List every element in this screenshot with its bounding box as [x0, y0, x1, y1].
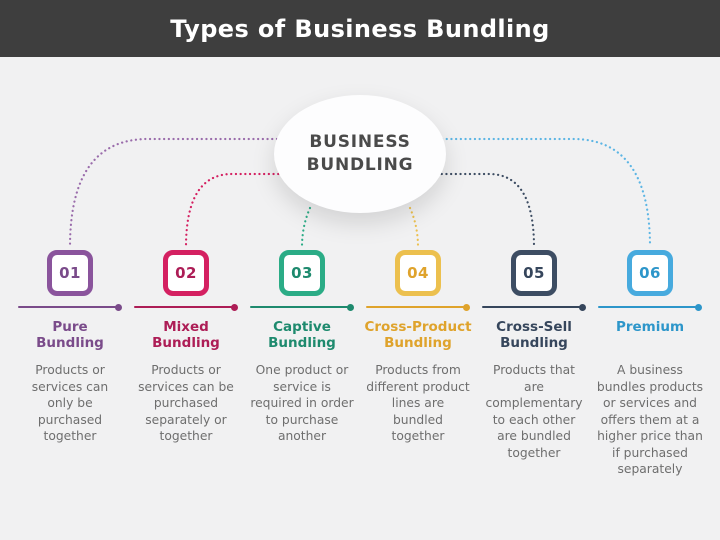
connector-cross-product-bundling — [408, 206, 420, 249]
connector-mixed-bundling — [184, 172, 285, 249]
number-text: 04 — [407, 264, 429, 282]
divider-line — [366, 305, 464, 309]
bundle-column-06: 06 Premium A business bundles products o… — [592, 250, 708, 478]
divider-dot — [231, 303, 238, 311]
bundle-column-04: 04 Cross-Product Bundling Products from … — [360, 250, 476, 478]
connector-captive-bundling — [300, 206, 312, 249]
bundle-column-03: 03 Captive Bundling One product or servi… — [244, 250, 360, 478]
bundle-description: A business bundles products or services … — [596, 363, 704, 476]
number-text: 03 — [291, 264, 313, 282]
number-text: 06 — [639, 264, 661, 282]
bundle-description: One product or service is required in or… — [250, 363, 354, 443]
title-bar: Types of Business Bundling — [0, 0, 720, 57]
number-badge: 05 — [511, 250, 557, 296]
center-oval-label: BUSINESS BUNDLING — [306, 132, 414, 175]
bundle-label: Mixed Bundling — [152, 319, 220, 351]
bundle-columns: 01 Pure Bundling Products or services ca… — [12, 250, 708, 478]
number-badge: 03 — [279, 250, 325, 296]
number-badge: 04 — [395, 250, 441, 296]
number-badge: 01 — [47, 250, 93, 296]
divider-dot — [115, 303, 122, 311]
bundle-label: Captive Bundling — [268, 319, 336, 351]
divider — [244, 303, 360, 311]
bundle-label: Pure Bundling — [36, 319, 104, 351]
divider — [128, 303, 244, 311]
number-text: 02 — [175, 264, 197, 282]
divider-dot — [463, 303, 470, 311]
divider — [12, 303, 128, 311]
connector-premium-bundling — [440, 137, 652, 249]
bundle-column-05: 05 Cross-Sell Bundling Products that are… — [476, 250, 592, 478]
divider-dot — [579, 303, 586, 311]
divider-line — [598, 305, 696, 309]
bundle-label: Premium — [615, 319, 685, 335]
divider-line — [482, 305, 580, 309]
divider-dot — [695, 303, 702, 311]
center-oval: BUSINESS BUNDLING — [274, 95, 446, 213]
bundle-description: Products from different product lines ar… — [366, 363, 470, 443]
divider — [360, 303, 476, 311]
bundle-label: Cross-Product Bundling — [364, 319, 472, 351]
number-badge: 06 — [627, 250, 673, 296]
connector-pure-bundling — [68, 137, 279, 249]
bundle-description: Products or services can only be purchas… — [31, 363, 109, 443]
number-text: 05 — [523, 264, 545, 282]
divider-dot — [347, 303, 354, 311]
number-badge: 02 — [163, 250, 209, 296]
connector-cross-sell-bundling — [435, 172, 536, 249]
number-text: 01 — [59, 264, 81, 282]
divider — [592, 303, 708, 311]
bundle-label: Cross-Sell Bundling — [496, 319, 572, 351]
divider-line — [18, 305, 116, 309]
bundle-column-01: 01 Pure Bundling Products or services ca… — [12, 250, 128, 478]
bundle-description: Products that are complementary to each … — [485, 363, 583, 460]
bundle-description: Products or services can be purchased se… — [138, 363, 234, 443]
divider — [476, 303, 592, 311]
divider-line — [134, 305, 232, 309]
divider-line — [250, 305, 348, 309]
bundle-column-02: 02 Mixed Bundling Products or services c… — [128, 250, 244, 478]
slide-title: Types of Business Bundling — [170, 14, 550, 43]
